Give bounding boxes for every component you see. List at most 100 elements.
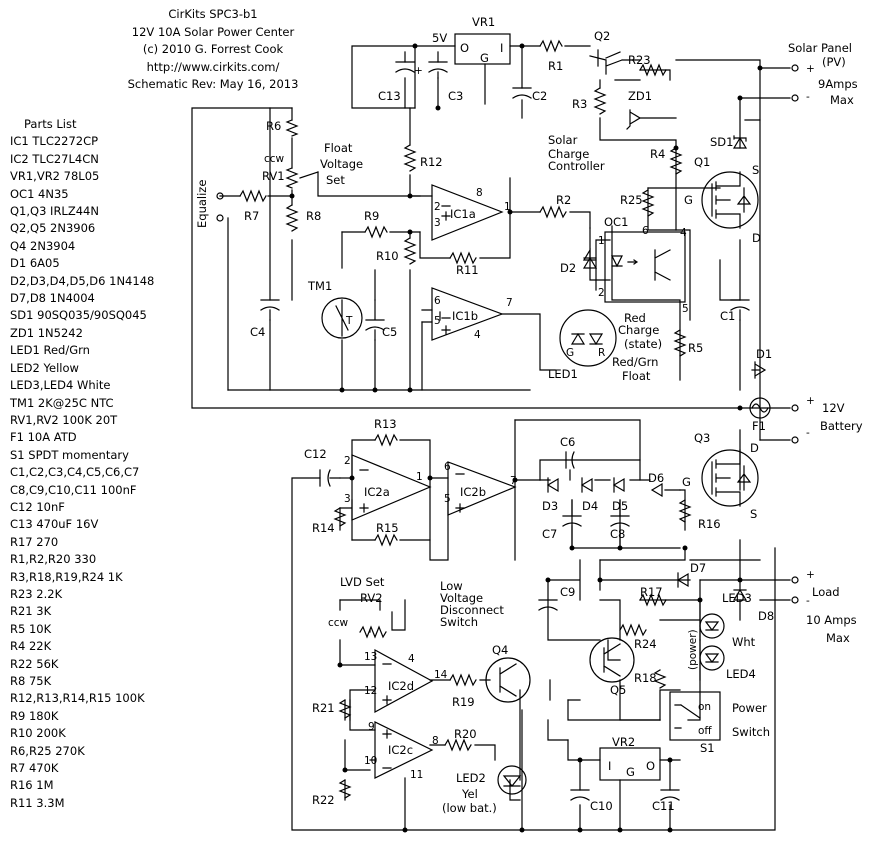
label-pin6: 6 [434, 295, 441, 307]
parts-list-item: S1 SPDT momentary [10, 447, 129, 462]
label-oc1-pin5: 5 [682, 303, 689, 315]
led3-white [699, 613, 725, 639]
label-r7: R7 [244, 209, 259, 223]
label-scc-2: Charge [548, 147, 589, 161]
component-labels: VR1 5V O I G R1 Q2 R23 R3 ZD1 C13 + C3 C… [195, 15, 863, 815]
label-oc1-pin4: 4 [680, 227, 687, 239]
label-ic2c: IC2c [388, 743, 413, 757]
label-load-1: Load [812, 585, 840, 599]
opamp-ic1a [431, 184, 504, 241]
label-vr1-g: G [480, 51, 489, 65]
label-s1-off: off [698, 725, 712, 737]
label-ic2b-pin7: 7 [510, 475, 517, 487]
label-red-5: Float [622, 369, 651, 383]
regulator-vr1 [454, 33, 511, 65]
label-tm1: TM1 [307, 279, 332, 293]
label-r3: R3 [572, 97, 587, 111]
parts-list-item: ZD1 1N5242 [10, 325, 83, 340]
terminals [216, 64, 799, 604]
label-vr2-i: I [608, 759, 611, 773]
resistor-r10 [403, 237, 417, 265]
label-battery-1: 12V [822, 401, 845, 415]
label-r15: R15 [376, 521, 399, 535]
transistor-q5 [589, 637, 635, 683]
label-r2: R2 [556, 193, 571, 207]
label-vr2-o: O [646, 759, 655, 773]
diode-d6 [650, 482, 663, 498]
label-q1-d: D [752, 231, 761, 245]
schematic-url: http://www.cirkits.com/ [146, 59, 280, 74]
label-r4: R4 [650, 147, 665, 161]
label-r16: R16 [698, 517, 721, 531]
opamp-ic1b [431, 287, 504, 341]
fuse-f1 [749, 397, 771, 419]
capacitor-c12 [319, 469, 341, 487]
label-c8: C8 [610, 527, 625, 541]
label-ic2d-pin14: 14 [434, 669, 448, 681]
transistors [485, 49, 759, 703]
label-red-4: Red/Grn [612, 355, 658, 369]
resistor-rv2 [359, 625, 387, 639]
parts-list-item: C12 10nF [10, 499, 65, 514]
label-ic2c-pin9: 9 [368, 721, 375, 733]
label-ic2d-pin12: 12 [364, 685, 377, 697]
parts-list-item: D7,D8 1N4004 [10, 291, 95, 306]
label-solar-1: Solar Panel [788, 41, 852, 55]
switch-s1 [669, 691, 721, 741]
resistor-r16 [678, 499, 692, 523]
schematic-title: CirKits SPC3-b1 [168, 7, 258, 21]
label-r24: R24 [634, 637, 657, 651]
label-q3-d: D [750, 441, 759, 455]
label-r1: R1 [548, 59, 563, 73]
schematic-header: CirKits SPC3-b1 12V 10A Solar Power Cent… [108, 6, 318, 94]
parts-list-item: R7 470K [10, 761, 59, 776]
label-sd1: SD1 [710, 135, 733, 149]
label-equalize: Equalize [195, 180, 209, 228]
diode-d2 [582, 256, 598, 269]
terminal-solar-minus [791, 94, 799, 102]
label-lv-3: Disconnect [440, 603, 504, 617]
label-q3-s: S [750, 507, 757, 521]
label-d6: D6 [648, 471, 664, 485]
label-r17: R17 [640, 585, 663, 599]
label-power-led: (power) [687, 629, 699, 670]
label-lv-2: Voltage [440, 591, 483, 605]
capacitor-c9 [538, 599, 558, 611]
label-r8: R8 [306, 209, 321, 223]
label-float-3: Set [326, 173, 345, 187]
label-5v: 5V [432, 31, 447, 45]
resistor-r25 [641, 189, 655, 217]
diodes [539, 109, 767, 621]
capacitor-c10 [570, 789, 590, 801]
label-yel: Yel [461, 787, 478, 801]
led2-yellow [497, 765, 527, 795]
capacitor-c5 [365, 299, 385, 341]
resistor-r20 [444, 738, 472, 752]
label-ic2a-pin2: 2 [344, 455, 351, 467]
parts-list-item: R17 270 [10, 534, 59, 549]
capacitor-c13 [395, 61, 415, 73]
regulator-vr2 [599, 747, 661, 781]
label-r9: R9 [364, 209, 379, 223]
label-pin7: 7 [506, 297, 513, 309]
label-battery-plus: + [806, 395, 815, 407]
label-ic1a: IC1a [450, 207, 476, 221]
terminal-equalize-a [216, 192, 224, 200]
resistor-r15 [374, 533, 398, 547]
label-c3: C3 [448, 89, 463, 103]
label-r11: R11 [456, 263, 479, 277]
label-pin5: 5 [434, 315, 441, 327]
label-r5: R5 [688, 341, 703, 355]
label-red-1: Red [624, 311, 646, 325]
parts-list-item: R8 75K [10, 674, 52, 688]
resistors [239, 39, 692, 799]
parts-list-item: LED3,LED4 White [10, 378, 111, 393]
label-r21: R21 [312, 701, 335, 715]
label-f1: F1 [752, 419, 766, 433]
parts-list-item: R6,R25 270K [10, 743, 85, 758]
label-load-3: Max [826, 631, 850, 645]
label-oc1-pin6: 6 [642, 225, 649, 237]
transistor-q2 [597, 49, 621, 67]
label-led4: LED4 [726, 667, 756, 681]
